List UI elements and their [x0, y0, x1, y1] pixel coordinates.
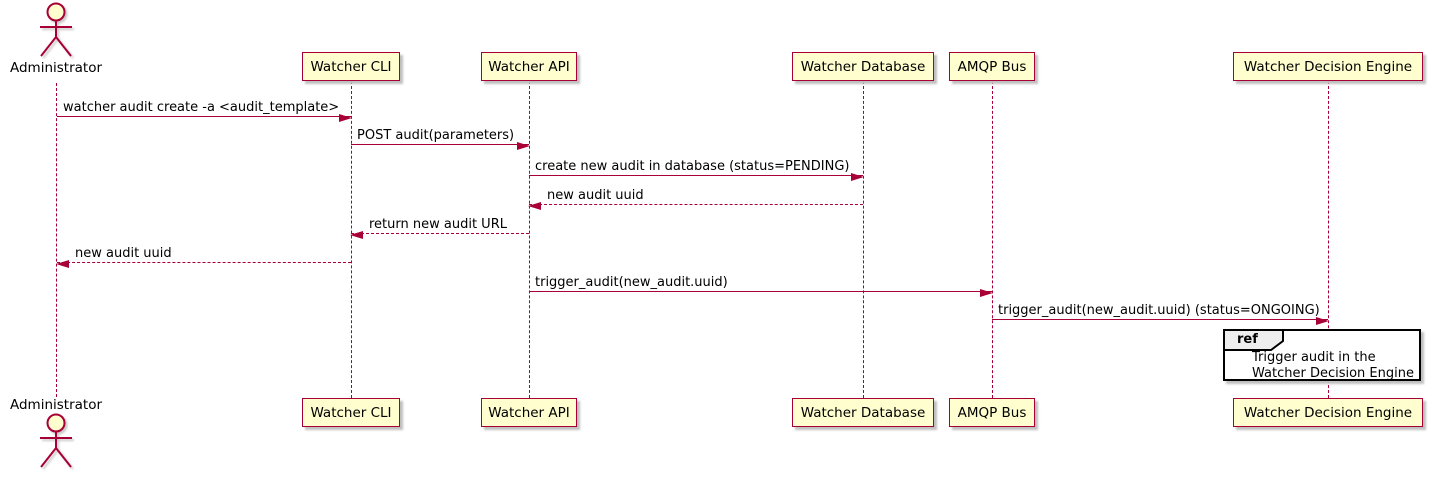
- message-line: [529, 175, 863, 176]
- actor-administrator-top: Administrator: [0, 2, 112, 76]
- message-line: [992, 319, 1328, 320]
- lifeline-watcher-database: [863, 81, 864, 398]
- participant-label: Watcher API: [488, 404, 570, 421]
- message-line: [529, 291, 992, 292]
- participant-amqp-bus-bottom: AMQP Bus: [949, 398, 1035, 427]
- arrowhead-right-icon: [851, 173, 864, 181]
- message-line: [529, 204, 863, 205]
- message-label: trigger_audit(new_audit.uuid): [535, 275, 728, 290]
- arrowhead-right-icon: [980, 289, 993, 297]
- message-return-audit-url: return new audit URL: [350, 215, 529, 239]
- message-create-audit-db: create new audit in database (status=PEN…: [529, 157, 864, 181]
- ref-tab-icon: [1223, 329, 1284, 351]
- participant-label: AMQP Bus: [957, 404, 1027, 421]
- message-line: [351, 233, 529, 234]
- arrowhead-right-icon: [339, 114, 352, 122]
- actor-icon: [40, 2, 72, 57]
- participant-watcher-api-bottom: Watcher API: [481, 398, 577, 427]
- participant-label: Watcher CLI: [310, 404, 392, 421]
- message-new-audit-uuid-db: new audit uuid: [528, 186, 863, 210]
- message-label: new audit uuid: [75, 246, 172, 261]
- participant-watcher-cli-top: Watcher CLI: [302, 52, 400, 81]
- participant-label: Watcher Database: [800, 58, 926, 75]
- message-line: [57, 116, 351, 117]
- arrowhead-right-icon: [517, 142, 530, 150]
- participant-label: Watcher API: [488, 58, 570, 75]
- message-label: POST audit(parameters): [357, 128, 515, 143]
- participant-label: Watcher Decision Engine: [1243, 404, 1413, 421]
- message-line: [351, 144, 529, 145]
- participant-watcher-cli-bottom: Watcher CLI: [302, 398, 400, 427]
- participant-label: Watcher Decision Engine: [1243, 58, 1413, 75]
- participant-amqp-bus-top: AMQP Bus: [949, 52, 1035, 81]
- actor-label-bottom: Administrator: [9, 397, 103, 413]
- ref-text-line2: Watcher Decision Engine: [1252, 366, 1414, 381]
- lifeline-watcher-cli: [351, 81, 352, 398]
- actor-label-top: Administrator: [9, 60, 103, 76]
- participant-watcher-decision-engine-top: Watcher Decision Engine: [1233, 52, 1423, 81]
- lifeline-watcher-decision-engine: [1328, 81, 1329, 398]
- message-new-audit-uuid-cli: new audit uuid: [56, 244, 351, 268]
- participant-watcher-api-top: Watcher API: [481, 52, 577, 81]
- message-label: trigger_audit(new_audit.uuid) (status=ON…: [998, 303, 1320, 318]
- lifeline-amqp-bus: [992, 81, 993, 398]
- participant-watcher-database-bottom: Watcher Database: [792, 398, 934, 427]
- message-trigger-audit-ongoing: trigger_audit(new_audit.uuid) (status=ON…: [992, 301, 1329, 325]
- message-trigger-audit: trigger_audit(new_audit.uuid): [529, 273, 993, 297]
- arrowhead-left-icon: [350, 231, 363, 239]
- message-label: watcher audit create -a <audit_template>: [63, 100, 340, 115]
- ref-text: Trigger audit in the Watcher Decision En…: [1252, 350, 1414, 382]
- ref-text-line1: Trigger audit in the: [1252, 350, 1376, 365]
- message-post-audit: POST audit(parameters): [351, 126, 530, 150]
- message-label: create new audit in database (status=PEN…: [535, 159, 850, 174]
- message-line: [57, 262, 351, 263]
- arrowhead-right-icon: [1316, 317, 1329, 325]
- lifeline-administrator: [56, 83, 57, 397]
- ref-keyword: ref: [1237, 332, 1258, 347]
- participant-label: AMQP Bus: [957, 58, 1027, 75]
- participant-watcher-decision-engine-bottom: Watcher Decision Engine: [1233, 398, 1423, 427]
- message-label: new audit uuid: [547, 188, 644, 203]
- arrowhead-left-icon: [56, 260, 69, 268]
- message-audit-create: watcher audit create -a <audit_template>: [57, 98, 352, 122]
- ref-fragment: ref Trigger audit in the Watcher Decisio…: [1223, 329, 1421, 381]
- participant-label: Watcher Database: [800, 404, 926, 421]
- lifeline-watcher-api: [529, 81, 530, 398]
- message-label: return new audit URL: [369, 217, 507, 232]
- arrowhead-left-icon: [528, 202, 541, 210]
- participant-watcher-database-top: Watcher Database: [792, 52, 934, 81]
- participant-label: Watcher CLI: [310, 58, 392, 75]
- actor-icon: [40, 413, 72, 468]
- actor-administrator-bottom: Administrator: [0, 397, 112, 471]
